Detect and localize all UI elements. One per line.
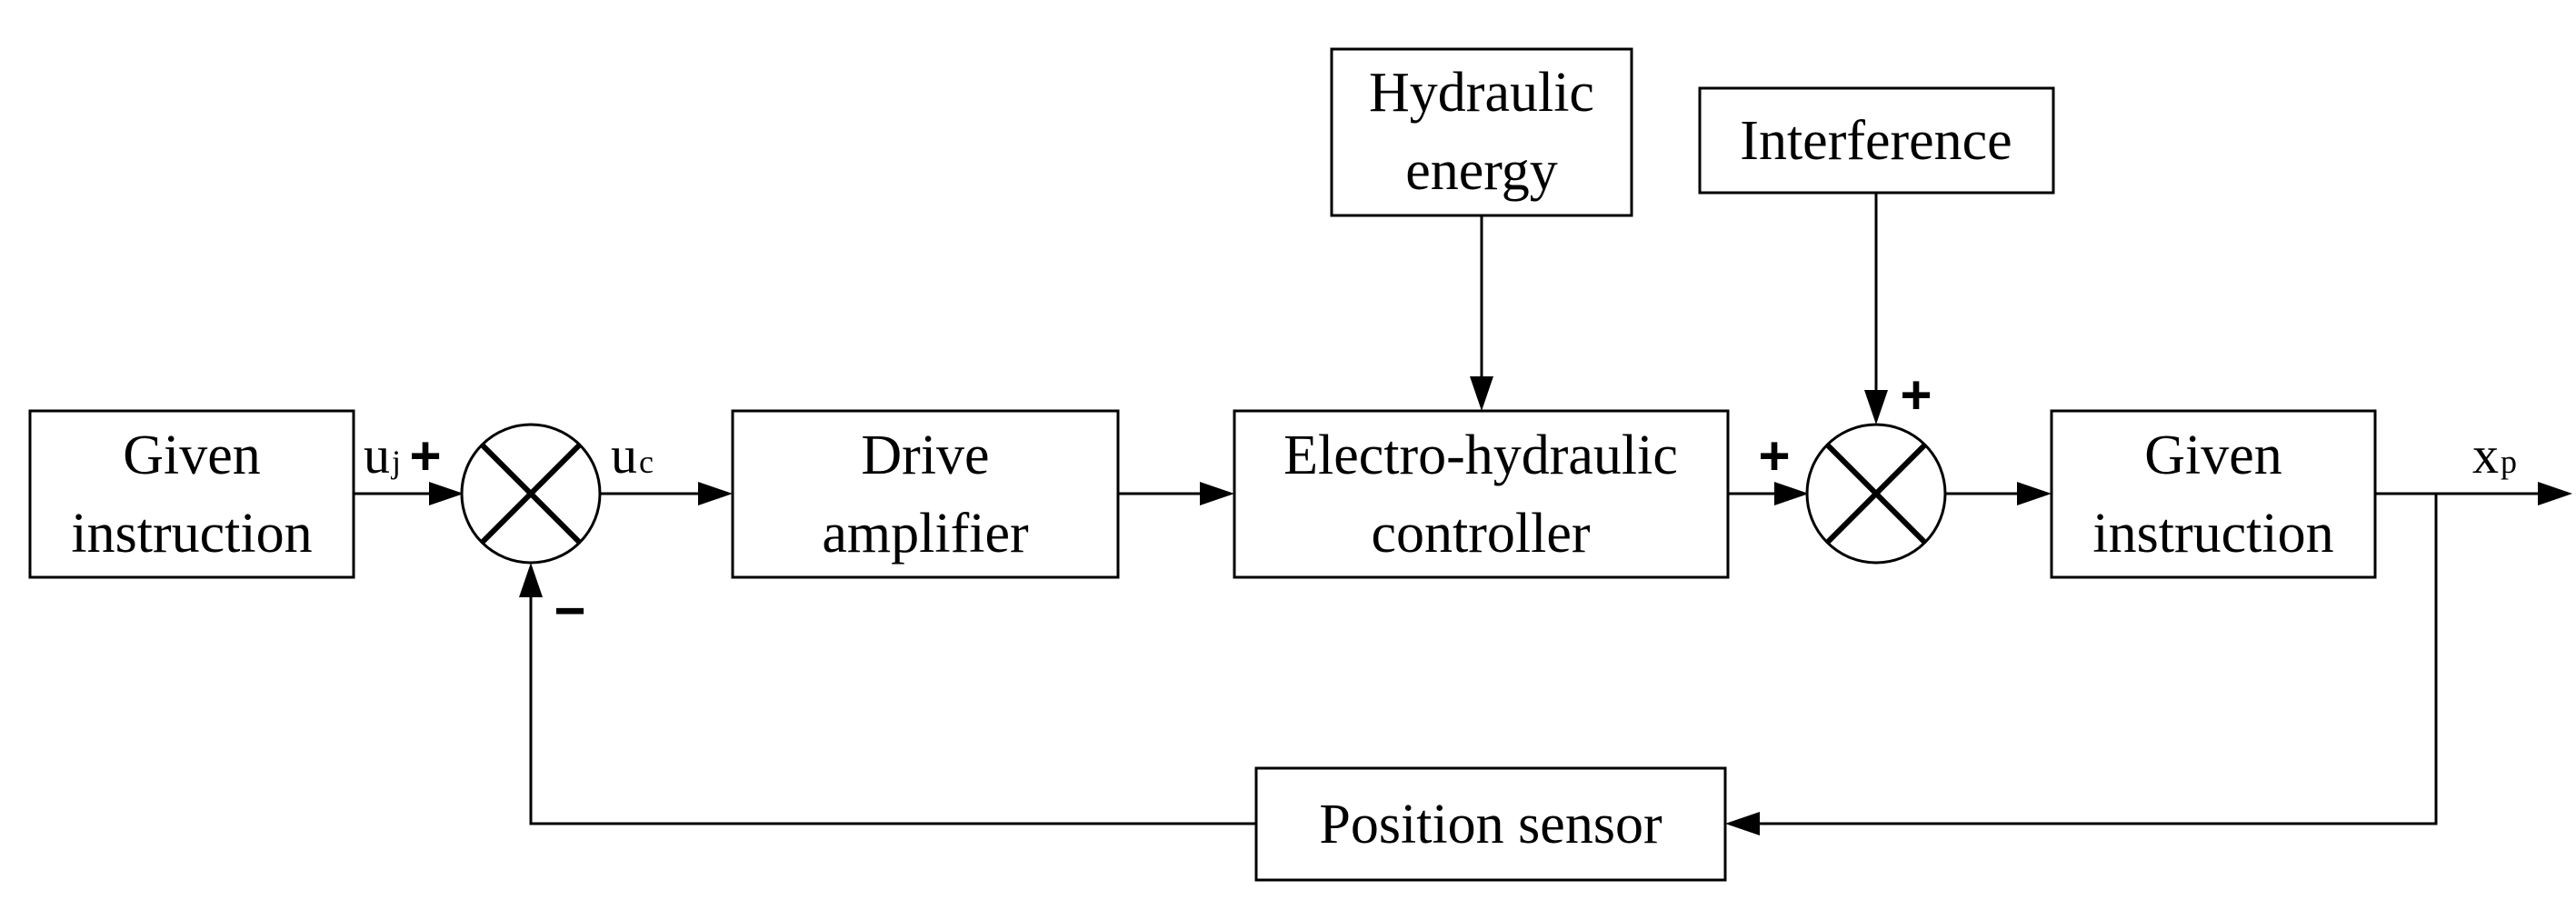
block-drive-amplifier: Drive amplifier [731,409,1120,579]
arrowhead-into-sum1 [429,482,464,505]
arrowhead-into-output-block [2017,482,2052,505]
sum2-plus-sign-top: + [1900,365,1932,425]
block-given-instruction-output-line2: instruction [2092,503,2333,565]
block-given-instruction-output: Given instruction [2050,409,2377,579]
summing-junction-2 [1805,423,1947,565]
block-hydraulic-energy-line2: energy [1405,140,1558,202]
block-electro-hydraulic-controller: Electro-hydraulic controller [1233,409,1730,579]
arrowhead-into-ehc [1200,482,1234,505]
sum1-minus-sign: − [554,580,585,641]
block-hydraulic-energy: Hydraulic energy [1330,47,1633,217]
arrowhead-into-sum2-from-top [1864,390,1888,425]
summing-junction-1 [460,423,602,565]
sum1-plus-sign: + [409,425,441,486]
arrowhead-output [2538,482,2572,505]
block-ehc-line1: Electro-hydraulic [1283,425,1678,486]
block-drive-amplifier-line2: amplifier [822,503,1029,565]
block-drive-amplifier-line1: Drive [861,425,989,486]
wire-sensor-to-sum1 [529,594,1256,825]
arrowhead-into-sum2 [1774,482,1809,505]
block-position-sensor: Position sensor [1254,766,1727,882]
arrowhead-into-ehc-from-top [1470,376,1493,411]
arrowhead-into-sum1-from-below [519,563,543,597]
block-given-instruction-input-line1: Given [123,425,261,486]
arrowhead-into-amplifier [698,482,733,505]
block-hydraulic-energy-line1: Hydraulic [1369,62,1594,124]
arrowhead-into-sensor [1725,812,1760,835]
block-interference-label: Interference [1740,110,2012,172]
block-ehc-line2: controller [1371,503,1590,565]
arrowheads [429,376,2572,835]
block-interference: Interference [1698,86,2055,195]
block-given-instruction-input-line2: instruction [71,503,312,565]
wire-feedback-to-sensor [1756,494,2438,825]
signal-xp-label: xp [2472,425,2517,485]
block-position-sensor-label: Position sensor [1319,794,1662,855]
signal-uj-label: uj [364,425,401,485]
sum2-plus-sign-left: + [1758,425,1790,486]
block-given-instruction-input: Given instruction [28,409,355,579]
block-given-instruction-output-line1: Given [2144,425,2282,486]
signal-uc-label: uc [611,425,654,485]
